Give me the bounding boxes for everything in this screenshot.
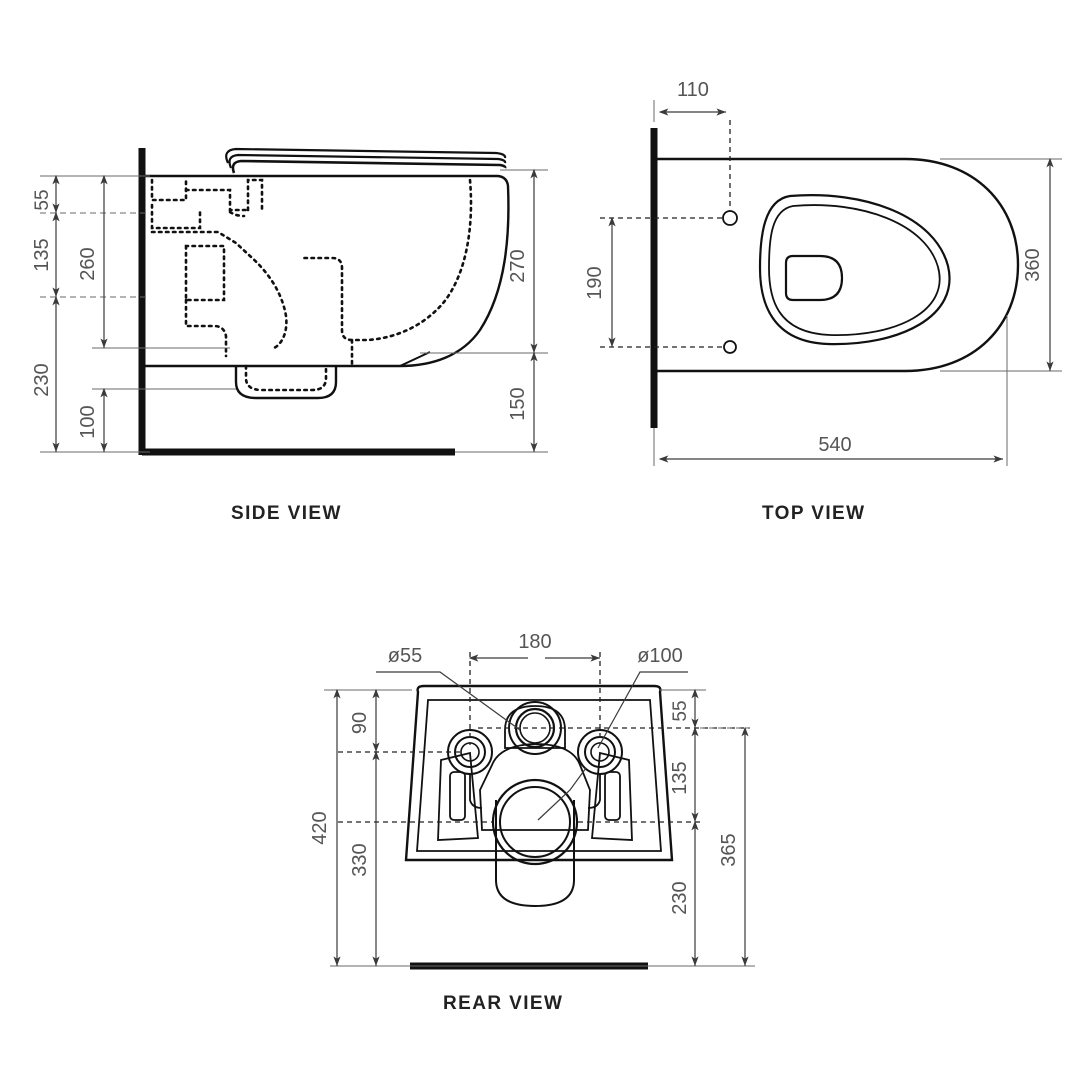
rear-view-bolt-stem-left xyxy=(469,774,483,809)
rear-dim-diameter-100-label: ø100 xyxy=(637,645,683,667)
rear-view-body-inner-outline xyxy=(416,699,662,852)
rear-dim-diameter-55-label: ø55 xyxy=(388,645,422,667)
top-view-group: 110 190 360 540 xyxy=(584,79,1062,466)
top-dim-190-label: 190 xyxy=(584,266,606,299)
rear-view-waste-outlet-outer xyxy=(491,778,579,866)
top-view-seat-ring-outer xyxy=(758,194,951,346)
rear-view-caption: REAR VIEW xyxy=(443,993,564,1014)
rear-dim-diameter-55: ø55 xyxy=(376,645,521,731)
rear-view-bracket-slot-right xyxy=(604,771,621,821)
side-view-bowl-outline xyxy=(142,174,510,368)
side-view-group: 55 135 230 260 100 xyxy=(31,147,548,456)
rear-dim-365-label: 365 xyxy=(718,833,740,866)
rear-view-outlet-boss xyxy=(479,743,591,831)
top-dim-540: 540 xyxy=(653,315,1008,466)
rear-view-bracket-recess-right xyxy=(591,751,633,841)
side-view-trap-outline xyxy=(234,366,338,400)
top-dim-110: 110 xyxy=(653,79,726,122)
side-dim-55-label: 55 xyxy=(32,189,53,210)
side-view-hidden-internals xyxy=(150,178,473,392)
rear-view-centrelines xyxy=(338,652,750,823)
side-dim-135-label: 135 xyxy=(31,238,53,271)
rear-dim-230-label: 230 xyxy=(669,881,691,914)
top-view-caption: TOP VIEW xyxy=(762,503,866,524)
top-dim-110-label: 110 xyxy=(677,79,709,101)
top-dim-540-label: 540 xyxy=(818,434,851,456)
side-dim-270-label: 270 xyxy=(507,249,529,282)
rear-view-bracket-slot-left xyxy=(449,771,466,821)
rear-dim-180: 180 xyxy=(468,631,600,662)
top-view-seat-ring-inner xyxy=(768,204,941,336)
rear-dim-180-label: 180 xyxy=(518,631,551,653)
top-view-bolt-hole-upper xyxy=(722,210,738,226)
rear-dim-330-label: 330 xyxy=(349,843,371,876)
top-view-centrelines xyxy=(600,120,731,348)
side-dim-260-label: 260 xyxy=(77,247,99,280)
rear-view-waste-outlet-inner xyxy=(499,786,571,858)
rear-view-right-dimensions: 55 135 230 xyxy=(660,688,706,966)
rear-dim-diameter-100: ø100 xyxy=(537,645,688,821)
rear-dim-90-label: 90 xyxy=(349,712,371,734)
side-view-seat-lid xyxy=(225,147,507,174)
top-view-pan-outline xyxy=(654,157,1020,373)
top-view-bowl-aperture xyxy=(784,254,844,302)
rear-view-far-right-dimension: 365 xyxy=(700,726,752,966)
rear-view-left-dimensions: 420 90 330 xyxy=(309,688,412,966)
rear-view-bolt-stem-right xyxy=(587,774,601,809)
rear-dim-135-label: 135 xyxy=(669,761,691,794)
rear-view-body-outline xyxy=(404,684,674,862)
side-view-caption: SIDE VIEW xyxy=(231,503,342,524)
rear-dim-55-label: 55 xyxy=(670,700,691,721)
rear-view-bracket-recess-left xyxy=(437,751,479,841)
rear-view-waste-pipe xyxy=(495,800,575,908)
rear-view-flush-boss xyxy=(504,705,566,749)
top-dim-360: 360 xyxy=(940,157,1062,372)
top-dim-360-label: 360 xyxy=(1022,248,1044,281)
top-dim-190: 190 xyxy=(584,216,616,347)
top-view-bolt-hole-lower xyxy=(723,340,737,354)
side-dim-100-label: 100 xyxy=(77,405,99,438)
side-view-left-dimensions: 55 135 230 260 100 xyxy=(31,174,236,453)
side-view-right-dimensions: 270 150 xyxy=(420,168,548,453)
side-view-underside-edge xyxy=(142,351,431,367)
side-dim-150-label: 150 xyxy=(507,387,529,420)
side-dim-230-label: 230 xyxy=(31,363,53,396)
rear-dim-420-label: 420 xyxy=(309,811,331,844)
rear-view-group: 180 ø55 ø100 420 90 xyxy=(309,631,755,970)
